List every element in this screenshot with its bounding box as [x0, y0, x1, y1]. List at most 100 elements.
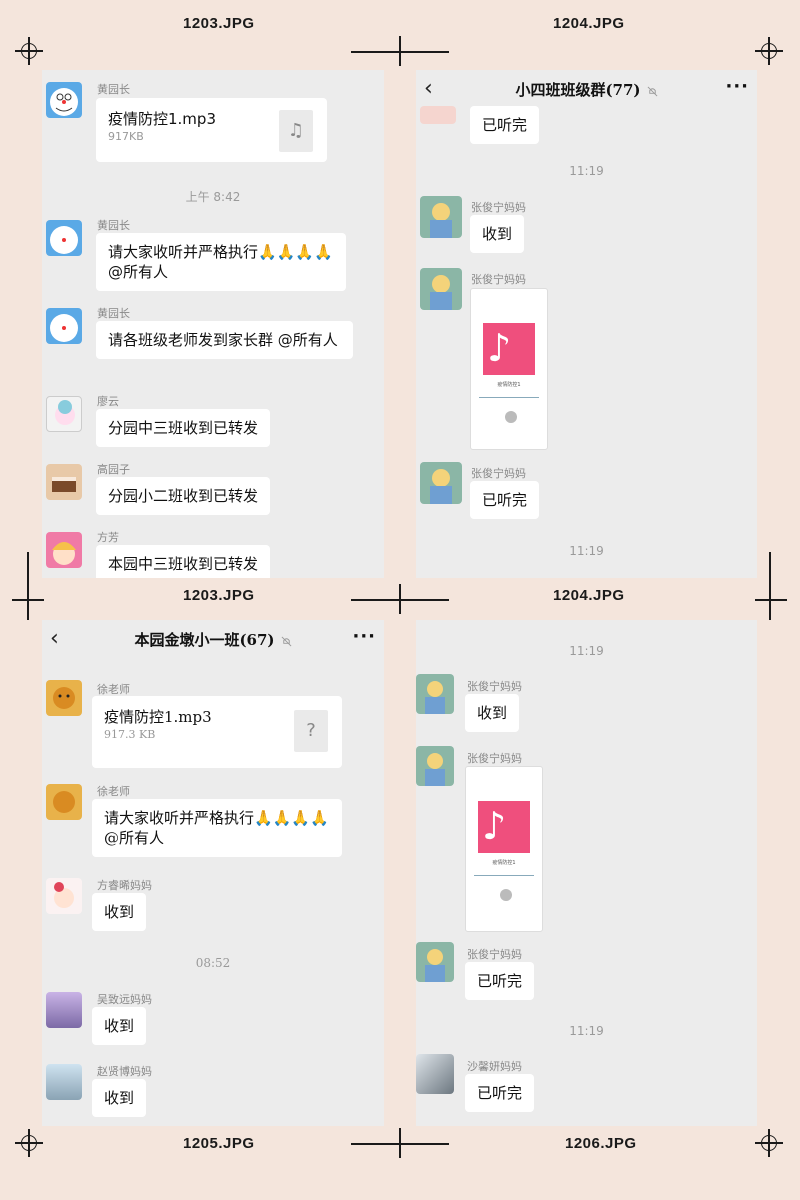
audio-progress-bar [474, 875, 534, 876]
caption-top-left: 1203.JPG [183, 15, 255, 32]
sender-name: 张俊宁妈妈 [467, 680, 522, 693]
message-bubble[interactable]: 已听完 [465, 1074, 535, 1112]
unknown-file-icon: ? [294, 710, 328, 752]
audio-screenshot-image[interactable]: ♪ 疫情防控1 [470, 288, 548, 450]
girl-illustration-avatar[interactable] [416, 746, 454, 786]
crop-mark [27, 552, 29, 620]
crop-mark [399, 584, 401, 614]
file-name: 疫情防控1.mp3 [108, 110, 216, 128]
registration-mark [15, 37, 43, 65]
timestamp: 11:19 [569, 544, 604, 558]
sender-name: 吴致远妈妈 [97, 993, 152, 1006]
registration-mark [755, 1129, 783, 1157]
message-bubble[interactable]: 已听完 [465, 962, 535, 1000]
girl-illustration-avatar[interactable] [416, 942, 454, 982]
sender-name: 徐老师 [97, 785, 130, 798]
message-bubble[interactable]: 本园中三班收到已转发 [96, 545, 271, 578]
girl-illustration-avatar[interactable] [420, 462, 462, 504]
dog-avatar[interactable] [46, 680, 82, 716]
music-note-icon: ♪ [482, 804, 507, 848]
audio-title: 疫情防控1 [497, 382, 521, 388]
message-bubble[interactable]: 已听完 [470, 106, 540, 144]
sender-name: 张俊宁妈妈 [467, 752, 522, 765]
registration-mark [15, 1129, 43, 1157]
message-bubble[interactable]: 收到 [470, 215, 525, 253]
message-bubble[interactable]: 收到 [92, 1007, 147, 1045]
timestamp: 11:19 [569, 1024, 604, 1038]
message-bubble[interactable]: 分园中三班收到已转发 [96, 409, 271, 447]
audio-title: 疫情防控1 [492, 860, 516, 866]
caption-top-right: 1204.JPG [553, 15, 625, 32]
cartoon-avatar[interactable] [46, 396, 82, 432]
chat-title-bar: ‹ 小四班班级群(77) ··· [416, 70, 757, 108]
message-bubble[interactable]: 已听完 [470, 481, 540, 519]
chat-title-bar: ‹ 本园金墩小一班(67) ··· [42, 620, 384, 658]
more-icon[interactable]: ··· [352, 626, 376, 647]
girl-illustration-avatar[interactable] [420, 268, 462, 310]
chat-panel-1204-top: ‹ 小四班班级群(77) ··· 已听完 11:19 张俊宁妈妈 收到 张俊宁妈… [416, 70, 757, 578]
more-icon[interactable]: ··· [725, 76, 749, 97]
chat-panel-1205: ‹ 本园金墩小一班(67) ··· 徐老师 疫情防控1.mp3 917.3 KB… [42, 620, 384, 1126]
message-bubble[interactable]: 请大家收听并严格执行🙏🙏🙏🙏@所有人 [96, 233, 346, 291]
chat-panel-1203-top: 黄园长 疫情防控1.mp3 917KB ♫ 上午 8:42 黄园长 请大家收听并… [42, 70, 384, 578]
doraemon-avatar[interactable] [46, 82, 82, 118]
crop-mark [399, 36, 401, 66]
timestamp: 08:52 [195, 956, 231, 970]
group-title: 小四班班级群(77) [416, 79, 757, 100]
chat-panel-1206: 11:19 张俊宁妈妈 收到 张俊宁妈妈 ♪ 疫情防控1 张俊宁妈妈 已听完 1… [416, 620, 757, 1126]
sender-name: 沙馨妍妈妈 [467, 1060, 522, 1073]
girl-illustration-avatar[interactable] [420, 196, 462, 238]
timestamp: 11:19 [569, 644, 604, 658]
crop-mark [769, 552, 771, 620]
doraemon-avatar[interactable] [46, 308, 82, 344]
girl-cartoon-avatar[interactable] [46, 532, 82, 568]
file-size: 917KB [108, 130, 144, 143]
dog-avatar[interactable] [46, 784, 82, 820]
sender-name: 方睿晞妈妈 [97, 879, 152, 892]
caption-bottom-left: 1205.JPG [183, 1135, 255, 1152]
sender-name: 方芳 [97, 531, 119, 544]
sender-name: 徐老师 [97, 683, 130, 696]
pause-icon [500, 889, 512, 901]
timestamp: 上午 8:42 [185, 190, 241, 204]
caption-middle-right: 1204.JPG [553, 587, 625, 604]
crop-mark [399, 1128, 401, 1158]
pause-icon [505, 411, 517, 423]
sender-name: 黄园长 [97, 219, 130, 232]
sender-name: 黄园长 [97, 83, 130, 96]
caption-middle-left: 1203.JPG [183, 587, 255, 604]
file-name: 疫情防控1.mp3 [104, 708, 212, 726]
message-bubble[interactable]: 收到 [465, 694, 520, 732]
back-arrow-icon[interactable]: ‹ [50, 626, 59, 651]
doraemon-avatar[interactable] [46, 220, 82, 256]
file-message-card[interactable]: 疫情防控1.mp3 917.3 KB ? [92, 696, 342, 768]
message-bubble[interactable]: 收到 [92, 1079, 147, 1117]
sender-name: 廖云 [97, 395, 119, 408]
mute-bell-icon [647, 86, 657, 96]
group-title: 本园金墩小一班(67) [42, 629, 384, 650]
crop-mark [755, 599, 787, 601]
music-card [483, 323, 535, 375]
audio-screenshot-image[interactable]: ♪ 疫情防控1 [465, 766, 543, 932]
message-bubble[interactable]: 分园小二班收到已转发 [96, 477, 271, 515]
message-bubble[interactable]: 收到 [92, 893, 147, 931]
file-message-card[interactable]: 疫情防控1.mp3 917KB ♫ [96, 98, 327, 162]
timestamp: 11:19 [569, 164, 604, 178]
photo-avatar[interactable] [416, 1054, 454, 1094]
music-card [478, 801, 530, 853]
sender-name: 黄园长 [97, 307, 130, 320]
registration-mark [755, 37, 783, 65]
avatar[interactable] [420, 106, 456, 124]
cake-avatar[interactable] [46, 464, 82, 500]
girl-avatar[interactable] [46, 878, 82, 914]
message-bubble[interactable]: 请各班级老师发到家长群 @所有人 [96, 321, 353, 359]
landscape-avatar[interactable] [46, 992, 82, 1028]
back-arrow-icon[interactable]: ‹ [424, 76, 433, 101]
sender-name: 张俊宁妈妈 [471, 467, 526, 480]
girl-illustration-avatar[interactable] [416, 674, 454, 714]
caption-bottom-right: 1206.JPG [565, 1135, 637, 1152]
sender-name: 张俊宁妈妈 [471, 201, 526, 214]
beach-avatar[interactable] [46, 1064, 82, 1100]
sender-name: 高园子 [97, 463, 130, 476]
message-bubble[interactable]: 请大家收听并严格执行🙏🙏🙏🙏@所有人 [92, 799, 342, 857]
